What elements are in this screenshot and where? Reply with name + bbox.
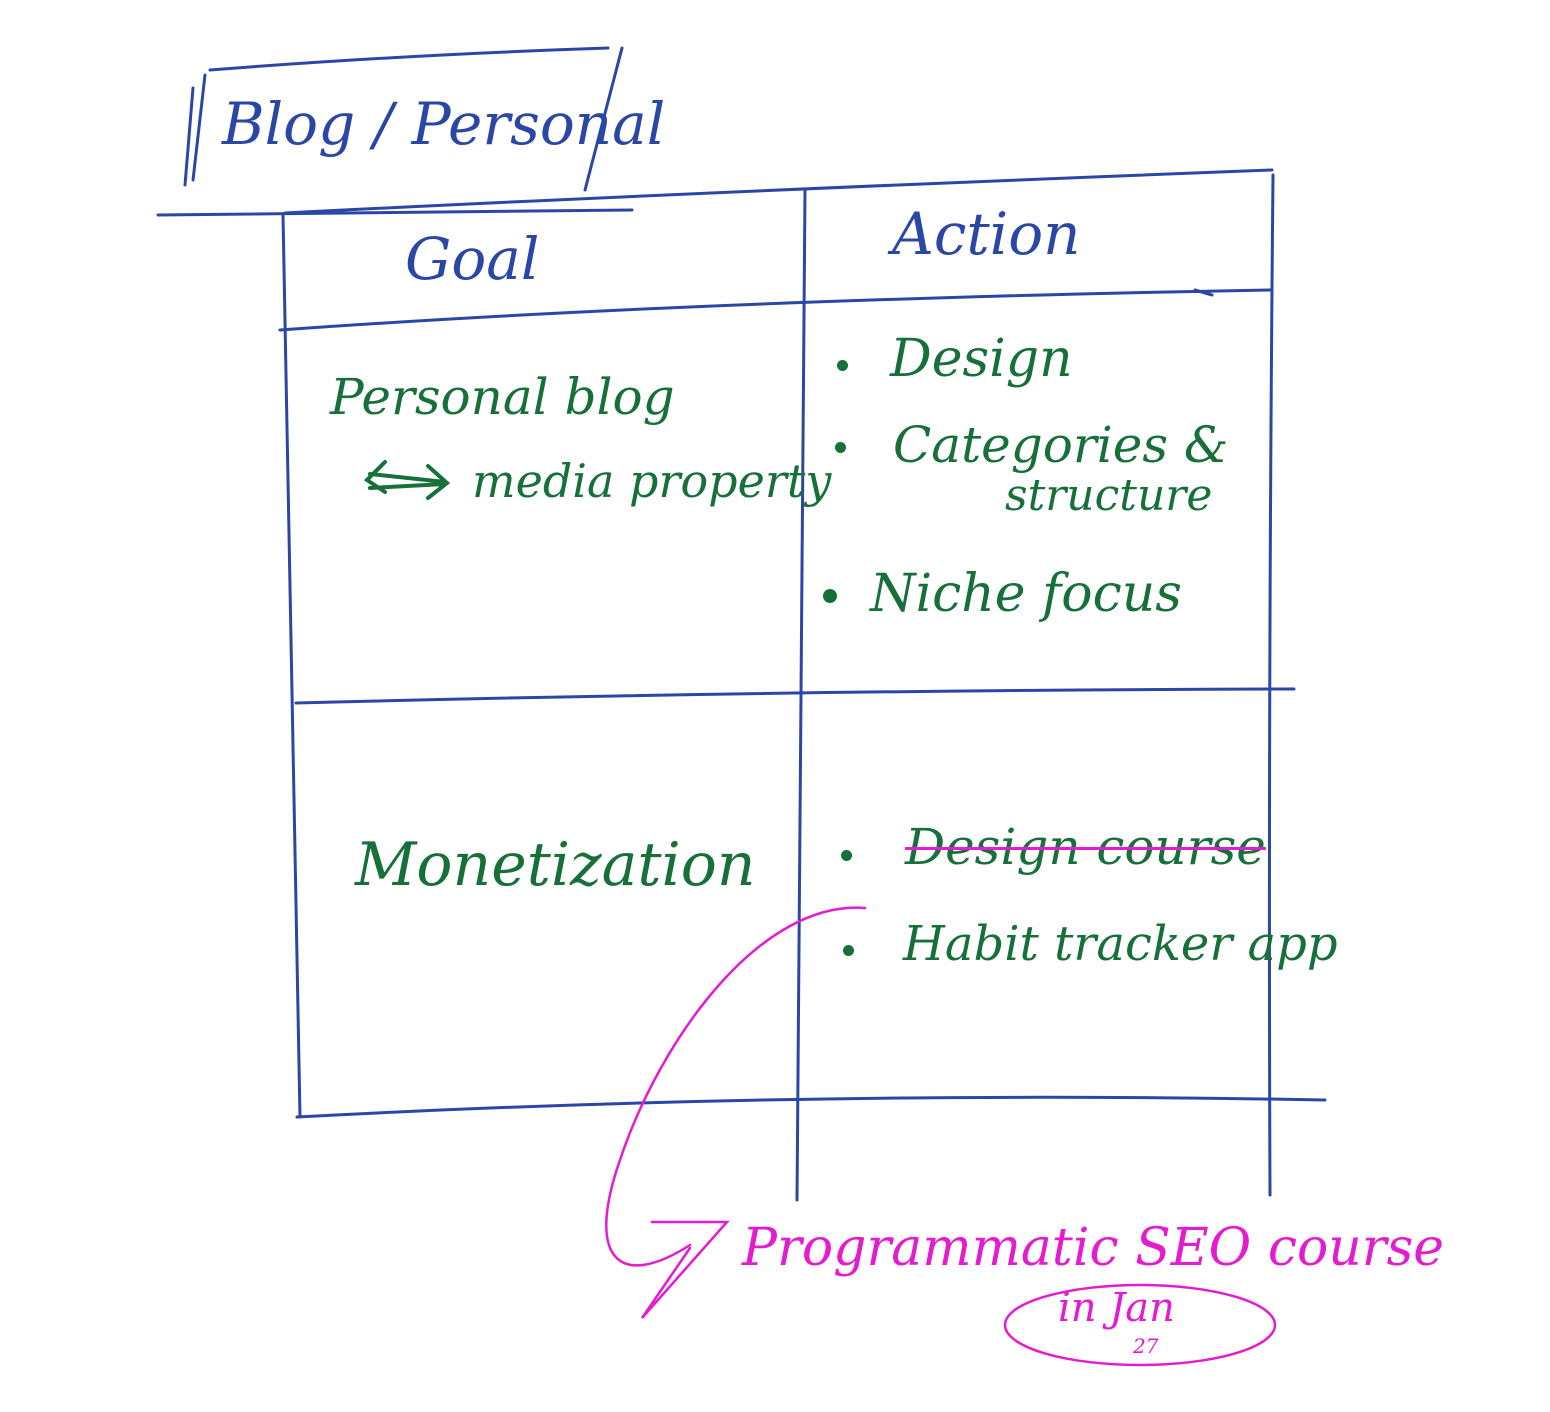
table-middle-line: [795, 188, 807, 1202]
table-left-line: [281, 213, 302, 1119]
table-top-line: [283, 168, 1274, 215]
action-habit-tracker-app: Habit tracker app: [903, 916, 1338, 972]
circled-note-icon: [1003, 1283, 1277, 1367]
bullet-icon: [835, 442, 846, 453]
table-right-line: [1267, 173, 1275, 1197]
row-divider-line: [294, 687, 1296, 705]
goal-monetization: Monetization: [355, 830, 756, 900]
annotation-programmatic-seo: Programmatic SEO course: [742, 1218, 1445, 1278]
header-divider-line: [278, 288, 1272, 332]
action-structure: structure: [1005, 470, 1213, 521]
table-bottom-line: [295, 1095, 1327, 1119]
goal-media-property: media property: [472, 454, 832, 508]
column-header-action: Action: [892, 200, 1081, 268]
annotation-date: 27: [1133, 1334, 1159, 1358]
double-arrow-icon: [363, 460, 451, 500]
column-header-goal: Goal: [405, 225, 540, 293]
bullet-icon: [837, 360, 848, 371]
title-box: [156, 46, 634, 217]
goal-personal-blog: Personal blog: [330, 368, 675, 426]
bullet-icon: [843, 945, 854, 956]
bullet-icon: [823, 589, 837, 603]
action-design: Design: [890, 329, 1073, 389]
action-categories: Categories &: [893, 416, 1229, 474]
curved-arrow-icon: [605, 906, 1277, 1367]
action-niche-focus: Niche focus: [870, 564, 1182, 624]
annotation-in-jan: in Jan: [1058, 1285, 1175, 1331]
page-title: Blog / Personal: [222, 90, 666, 158]
action-design-course-struck: Design course: [905, 818, 1266, 876]
bullet-icon: [841, 850, 852, 861]
